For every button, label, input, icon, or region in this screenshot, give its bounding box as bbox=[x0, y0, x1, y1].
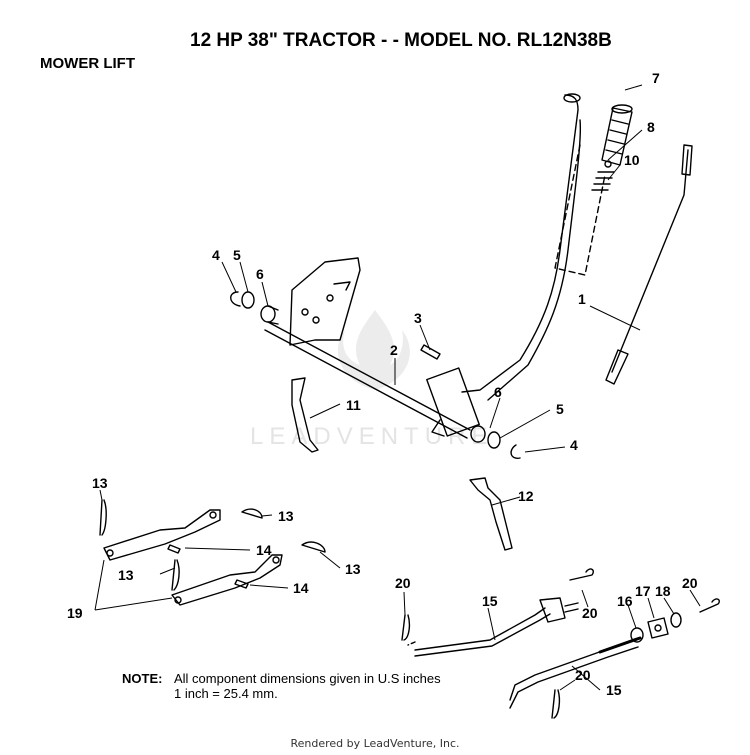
callout-labels: 7 8 10 1 2 3 4 5 6 11 6 5 4 12 13 13 13 … bbox=[67, 70, 698, 698]
callout-10: 10 bbox=[624, 152, 640, 168]
pin-3 bbox=[420, 344, 441, 360]
callout-4-left: 4 bbox=[212, 247, 220, 263]
callout-20-c: 20 bbox=[682, 575, 698, 591]
bushing-6-right bbox=[470, 425, 486, 443]
cotter-pin-20-a bbox=[401, 614, 411, 641]
note-line-2: 1 inch = 25.4 mm. bbox=[174, 686, 278, 701]
dimension-note: NOTE: All component dimensions given in … bbox=[122, 671, 441, 701]
lift-rod-15-upper bbox=[407, 597, 579, 657]
callout-7: 7 bbox=[652, 70, 660, 86]
callout-3: 3 bbox=[414, 310, 422, 326]
spring-10 bbox=[591, 171, 615, 191]
leader-lines bbox=[94, 84, 701, 691]
callout-18: 18 bbox=[655, 583, 671, 599]
cotter-pin-20-b bbox=[569, 568, 595, 581]
callout-6-left: 6 bbox=[256, 266, 264, 282]
swivel-17 bbox=[647, 617, 669, 639]
lift-arm-19-upper bbox=[103, 509, 221, 561]
lift-handle bbox=[426, 93, 582, 437]
handle-extension-dashed bbox=[554, 144, 606, 276]
hairpin-13-a bbox=[99, 499, 107, 536]
cotter-pin-20-c bbox=[699, 598, 721, 613]
diagram-title: 12 HP 38" TRACTOR - - MODEL NO. RL12N38B bbox=[190, 30, 612, 51]
hairpin-13-b bbox=[241, 508, 263, 519]
callout-13-a: 13 bbox=[92, 475, 108, 491]
pin-14-a bbox=[167, 544, 181, 554]
callout-15-lower: 15 bbox=[606, 682, 622, 698]
callout-13-c: 13 bbox=[118, 567, 134, 583]
washer-5-right bbox=[487, 431, 501, 449]
lift-link-11 bbox=[291, 377, 319, 453]
callout-2: 2 bbox=[390, 342, 398, 358]
watermark-text: LEADVENTURE bbox=[250, 423, 493, 450]
callout-4-right: 4 bbox=[570, 437, 578, 453]
exploded-view-drawing: LEADVENTURE bbox=[67, 70, 721, 719]
adjust-rod-1 bbox=[605, 144, 693, 385]
cotter-pin-20-d bbox=[551, 689, 561, 719]
callout-5-left: 5 bbox=[233, 247, 241, 263]
hairpin-13-d bbox=[301, 541, 326, 553]
nut-16 bbox=[630, 627, 644, 643]
note-label: NOTE: bbox=[122, 671, 163, 686]
callout-12: 12 bbox=[518, 488, 534, 504]
callout-17: 17 bbox=[635, 583, 651, 599]
watermark-logo: LEADVENTURE bbox=[250, 310, 493, 450]
callout-20-b: 20 bbox=[582, 605, 598, 621]
callout-20-d: 20 bbox=[575, 667, 591, 683]
clip-4-left bbox=[230, 291, 241, 307]
callout-15-upper: 15 bbox=[482, 593, 498, 609]
callout-8: 8 bbox=[647, 119, 655, 135]
note-body: All component dimensions given in U.S in… bbox=[174, 671, 441, 701]
callout-5-right: 5 bbox=[556, 401, 564, 417]
callout-16: 16 bbox=[617, 593, 633, 609]
pin-14-b bbox=[234, 579, 249, 589]
callout-11: 11 bbox=[346, 397, 361, 413]
callout-14-b: 14 bbox=[293, 580, 309, 596]
washer-8 bbox=[604, 160, 612, 168]
lift-arm-19-lower bbox=[171, 554, 283, 606]
hairpin-13-c bbox=[171, 559, 180, 591]
callout-1: 1 bbox=[578, 291, 586, 307]
frame-plate bbox=[289, 257, 361, 346]
callout-13-d: 13 bbox=[345, 561, 361, 577]
lift-link-12 bbox=[469, 477, 513, 551]
callout-13-b: 13 bbox=[278, 508, 294, 524]
washer-18 bbox=[670, 612, 682, 628]
clip-4-right bbox=[510, 444, 521, 459]
callout-19: 19 bbox=[67, 605, 83, 621]
note-line-1: All component dimensions given in U.S in… bbox=[174, 671, 441, 686]
footer-credit: Rendered by LeadVenture, Inc. bbox=[290, 737, 460, 750]
section-title: MOWER LIFT bbox=[40, 55, 135, 72]
callout-14-a: 14 bbox=[256, 542, 272, 558]
washer-5-left bbox=[241, 291, 255, 309]
cross-shaft-2 bbox=[264, 321, 471, 439]
callout-20-a: 20 bbox=[395, 575, 411, 591]
bushing-6-left bbox=[260, 305, 279, 325]
callout-6-right: 6 bbox=[494, 384, 502, 400]
